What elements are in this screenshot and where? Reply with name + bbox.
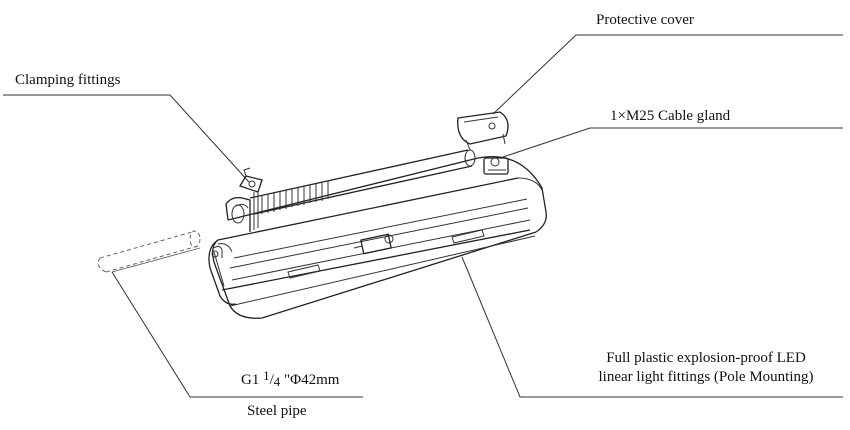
leader-cable-gland — [499, 127, 843, 159]
thread-prefix: G1 — [241, 372, 264, 388]
label-fitting-line2: linear light fittings (Pole Mounting) — [598, 369, 814, 385]
clamping-fittings-drawing — [239, 167, 263, 230]
cable-gland-drawing — [483, 157, 509, 175]
label-fitting: Full plastic explosion-proof LED linear … — [584, 349, 828, 387]
label-steel-pipe: Steel pipe — [247, 403, 307, 419]
protective-cover-drawing — [457, 111, 509, 151]
steel-pipe-drawing — [97, 230, 201, 273]
label-fitting-line1: Full plastic explosion-proof LED — [606, 350, 806, 366]
leader-clamping-fittings — [3, 94, 250, 183]
label-clamping-fittings: Clamping fittings — [15, 72, 121, 88]
label-thread-size: G1 1/4 "Φ42mm — [241, 368, 340, 389]
thread-suffix: "Φ42mm — [280, 372, 340, 388]
top-cable-tube — [249, 149, 476, 215]
leader-lines — [3, 34, 843, 398]
thread-slash: / — [269, 372, 274, 388]
thread-denominator: 4 — [273, 374, 281, 389]
label-cable-gland: 1×M25 Cable gland — [610, 108, 731, 124]
leader-steel-pipe — [111, 271, 363, 398]
thread-numerator: 1 — [263, 368, 270, 383]
fitting-body — [208, 155, 547, 319]
leader-protective-cover — [492, 34, 843, 115]
leader-fitting — [461, 256, 843, 398]
label-protective-cover: Protective cover — [596, 12, 694, 28]
